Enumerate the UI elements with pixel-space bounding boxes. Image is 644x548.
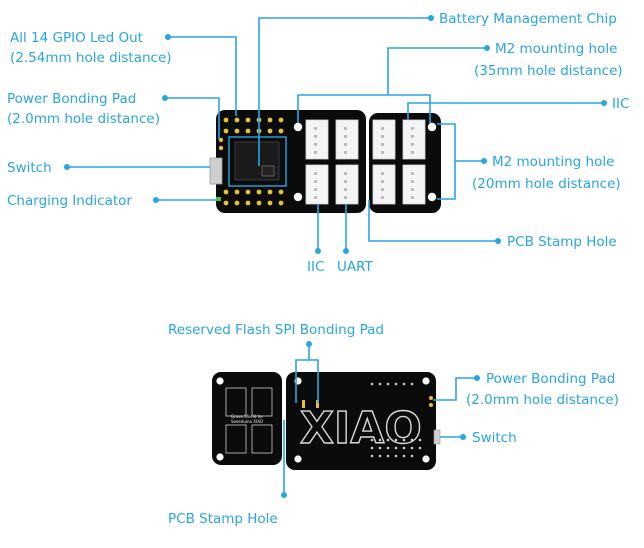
xiao-module-outline — [228, 136, 287, 187]
gpio-pads-top — [223, 117, 284, 134]
label-flash-spi: Reserved Flash SPI Bonding Pad — [168, 322, 384, 338]
label-m2-20: M2 mounting hole — [492, 154, 614, 170]
label-m2-20-sub: (20mm hole distance) — [472, 176, 621, 192]
label-power-pad-sub: (2.0mm hole distance) — [7, 111, 160, 127]
label-power-pad-2: Power Bonding Pad — [486, 371, 615, 387]
gpio-pads-bottom — [223, 189, 284, 206]
label-switch-2: Switch — [472, 430, 517, 446]
label-iic-bottom: IIC — [307, 259, 324, 275]
front-leader-lines — [64, 15, 607, 254]
front-board — [209, 110, 441, 213]
charging-led-icon — [216, 197, 221, 201]
grove-connectors-right — [372, 119, 426, 205]
battery-chip-icon — [261, 165, 275, 177]
back-silk-line2: Seeeduino XIAO — [231, 419, 263, 424]
xiao-logo: XIAO — [300, 403, 422, 454]
label-gpio-sub: (2.54mm hole distance) — [10, 50, 172, 66]
flash-spi-pad-icon — [302, 400, 305, 408]
label-m2-35: M2 mounting hole — [495, 41, 617, 57]
label-iic-right: IIC — [612, 96, 629, 112]
mount-hole-icon — [293, 122, 303, 132]
label-switch: Switch — [7, 160, 52, 176]
back-board: Grove Shield for Seeeduino XIAO XIAO — [212, 372, 441, 470]
switch-icon — [209, 157, 223, 185]
label-uart-bottom: UART — [337, 259, 374, 275]
label-power-pad: Power Bonding Pad — [7, 91, 136, 107]
label-charging: Charging Indicator — [7, 193, 132, 209]
back-left-pcb — [212, 372, 282, 465]
label-m2-35-sub: (35mm hole distance) — [474, 63, 623, 79]
front-left-pcb — [216, 110, 366, 213]
back-pad-grid — [370, 382, 422, 458]
label-pcb-stamp: PCB Stamp Hole — [507, 234, 617, 250]
back-leader-lines — [281, 341, 480, 498]
grove-connectors-left — [305, 119, 359, 205]
back-right-pcb — [286, 372, 436, 470]
front-labels: All 14 GPIO Led Out (2.54mm hole distanc… — [7, 11, 629, 275]
power-pad-icon — [218, 137, 224, 143]
label-power-pad-2-sub: (2.0mm hole distance) — [466, 392, 619, 408]
label-pcb-stamp-2: PCB Stamp Hole — [168, 511, 278, 527]
label-gpio: All 14 GPIO Led Out — [10, 30, 143, 46]
label-battery-chip: Battery Management Chip — [439, 11, 617, 27]
switch-back-icon — [433, 429, 441, 445]
back-labels: Reserved Flash SPI Bonding Pad Power Bon… — [168, 322, 619, 527]
back-silk-line1: Grove Shield for — [231, 414, 264, 419]
